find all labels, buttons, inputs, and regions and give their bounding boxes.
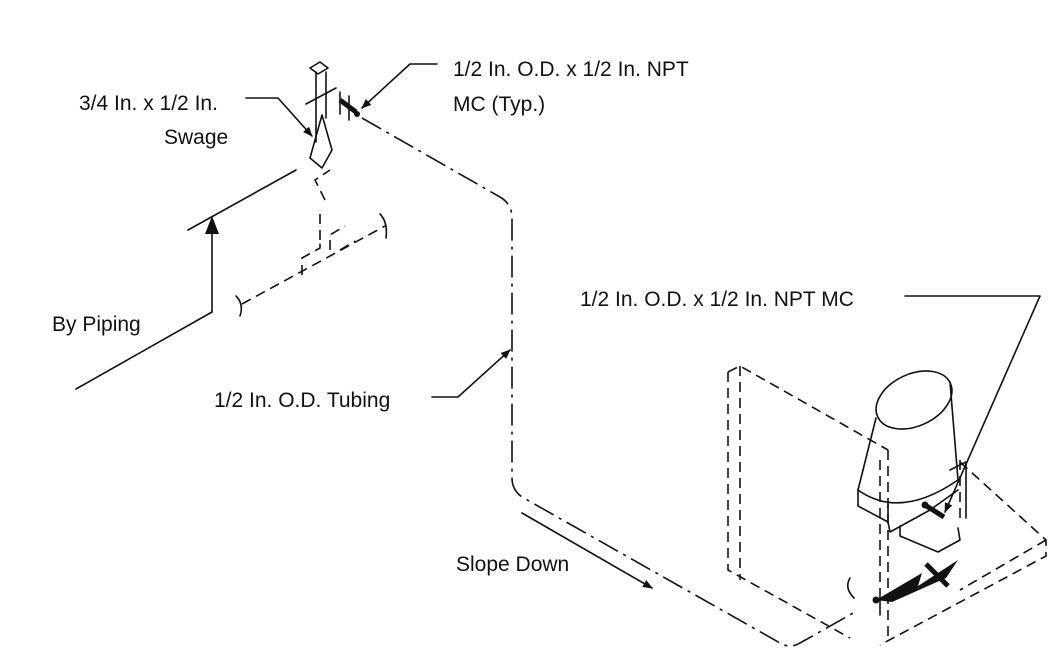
swage-label-line1: 3/4 In. x 1/2 In.: [79, 92, 218, 115]
valve-handle-icon: [309, 61, 329, 75]
leader-lines: [245, 63, 1041, 513]
tubing-run: [361, 117, 856, 647]
swage: [305, 61, 337, 169]
slope-arrow: [521, 512, 653, 589]
slope-down-label: Slope Down: [456, 553, 570, 576]
mc-right-label: 1/2 In. O.D. x 1/2 In. NPT MC: [580, 288, 854, 311]
break-mark-icon: [846, 577, 855, 599]
by-piping-label: By Piping: [52, 313, 141, 336]
instrument: [857, 370, 967, 553]
isolation-valve: [846, 560, 958, 616]
up-arrow-icon: [205, 216, 219, 234]
tubing-label: 1/2 In. O.D. Tubing: [214, 389, 391, 412]
mc-fitting-top: [338, 91, 360, 121]
mc-top-label-line1: 1/2 In. O.D. x 1/2 In. NPT: [453, 58, 689, 81]
mc-top-label-line2: MC (Typ.): [453, 93, 546, 116]
mc-fitting-right: [921, 501, 946, 520]
process-pipe: [75, 169, 388, 390]
break-mark-icon: [235, 295, 243, 317]
break-mark-icon: [379, 213, 388, 239]
swage-label-line2: Swage: [164, 126, 229, 149]
equipment-frame: [727, 365, 1047, 646]
